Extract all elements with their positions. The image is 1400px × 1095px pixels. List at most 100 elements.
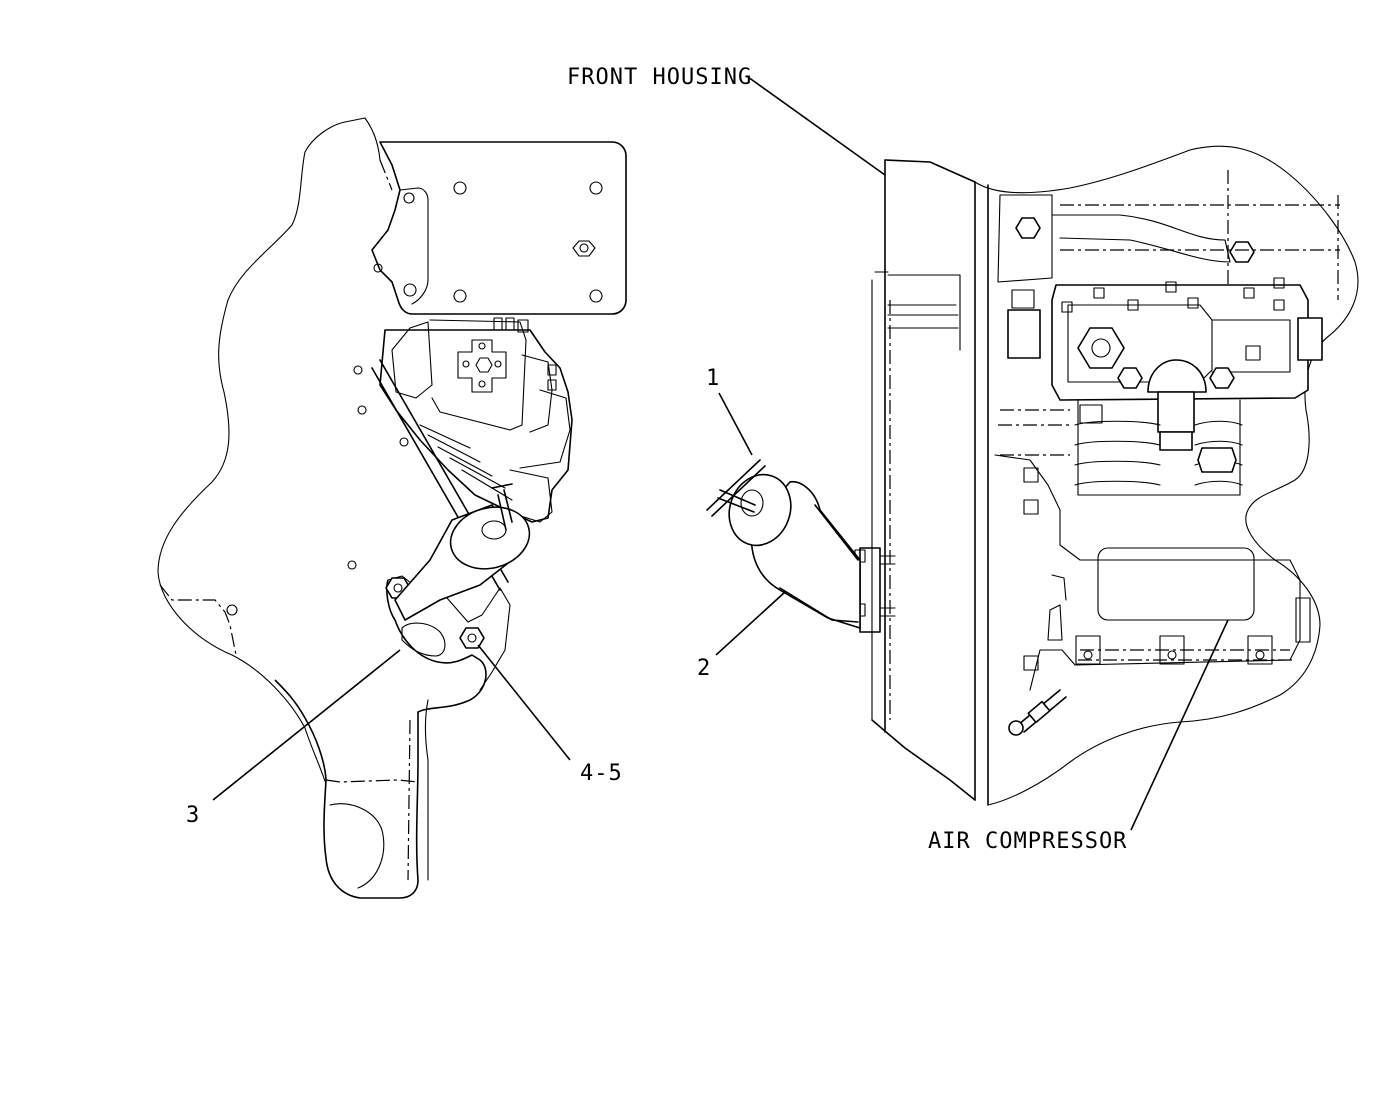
label-air-compressor: AIR COMPRESSOR xyxy=(928,829,1127,854)
leader-air-compressor xyxy=(1130,619,1229,831)
label-front-housing: FRONT HOUSING xyxy=(567,65,752,90)
lower-bracket-arm xyxy=(274,579,487,899)
fitting-hex-right xyxy=(1197,447,1237,473)
front-housing-lip xyxy=(871,271,889,721)
valve-ribs xyxy=(419,424,513,501)
engine-hole-2 xyxy=(353,365,363,375)
compressor-cylinder xyxy=(1077,399,1241,496)
crankcase-bolt-dot-2 xyxy=(1167,650,1177,660)
head-bolt-5 xyxy=(1187,297,1199,309)
valve-tab-5 xyxy=(547,379,557,391)
bracket-hex-bolt-core xyxy=(579,243,589,253)
lower-arm-inner xyxy=(424,699,429,881)
front-housing-plate-edge xyxy=(884,159,976,183)
right-view xyxy=(706,145,1359,806)
crankcase-bolt-dot-1 xyxy=(1083,650,1093,660)
head-bolt-4 xyxy=(1165,281,1177,293)
valve-lower-block xyxy=(507,469,553,523)
bracket-hex-bolt xyxy=(572,240,596,257)
valve-dot-3 xyxy=(478,342,486,350)
lower-arm-dash-2 xyxy=(407,719,411,881)
head-side-hex-2 xyxy=(1209,367,1235,389)
link-rod-sleeve xyxy=(1027,700,1051,724)
left-engine-outline xyxy=(157,121,346,791)
upper-bracket-inner xyxy=(399,187,429,305)
valve-center-hex xyxy=(475,357,493,373)
head-bolt-7 xyxy=(1273,299,1285,311)
head-bolt-8 xyxy=(1273,277,1285,289)
crankcase-bolt-dot-3 xyxy=(1255,650,1265,660)
upper-bracket-plate xyxy=(371,141,627,315)
engine-hole-6 xyxy=(226,604,238,616)
engine-hole-4 xyxy=(399,437,409,447)
compressor-head xyxy=(1051,284,1309,401)
valve-tab-1 xyxy=(493,317,503,331)
text-labels: FRONT HOUSING AIR COMPRESSOR 1 2 3 4-5 xyxy=(186,65,1127,854)
leader-4-5 xyxy=(477,644,571,761)
head-center-hex-core xyxy=(1091,338,1111,358)
crankcase-dash-line xyxy=(1078,649,1292,661)
valve-cross-plate xyxy=(457,339,507,393)
head-bolt-6 xyxy=(1243,287,1255,299)
filter-end-face xyxy=(728,473,792,547)
crankcase-left-bolt-2 xyxy=(1023,499,1039,515)
filter-mount-bracket xyxy=(859,547,881,633)
left-engine-dash-1 xyxy=(159,584,237,656)
fitting-square-left xyxy=(1079,404,1103,424)
crankcase-bolt-1 xyxy=(1075,635,1101,665)
leader-front-housing xyxy=(747,76,886,176)
compressor-head-inner xyxy=(1067,304,1291,383)
head-bolt-2 xyxy=(1093,287,1105,299)
valve-assembly-inner-1 xyxy=(391,321,433,399)
engine-hole-5 xyxy=(347,560,357,570)
left-engine-outline-upper xyxy=(344,117,381,161)
compressor-frame-dash-1 xyxy=(1060,170,1340,300)
leader-3 xyxy=(212,649,401,801)
valve-side-block-2 xyxy=(519,389,571,469)
head-dome xyxy=(1147,359,1207,393)
leader-2 xyxy=(715,591,786,656)
valve-dot-1 xyxy=(462,360,470,368)
valve-tab-3 xyxy=(517,319,529,333)
crankcase-outline xyxy=(994,454,1301,691)
bracket-hole-2 xyxy=(589,181,603,195)
filter-end-cap xyxy=(740,489,764,517)
bracket-bolt-lower xyxy=(459,627,485,649)
left-cylinder-handle xyxy=(491,483,513,489)
callout-4-5: 4-5 xyxy=(580,761,623,786)
lower-arm-dash xyxy=(325,779,419,783)
crankcase-left-bolt-3 xyxy=(1023,655,1039,671)
left-view xyxy=(157,117,627,899)
head-center-hex xyxy=(1077,327,1125,369)
bracket-hole-1 xyxy=(453,181,467,195)
left-side-fitting-nut xyxy=(1011,289,1035,309)
callout-1: 1 xyxy=(706,366,720,391)
valve-dot-4 xyxy=(478,380,486,388)
compressor-top-bracket xyxy=(997,194,1053,283)
top-hex-bolt-1 xyxy=(1015,217,1041,239)
crankcase-wedge xyxy=(1047,574,1067,641)
crankcase-left-bolt-1 xyxy=(1023,467,1039,483)
compressor-top-hose xyxy=(1051,214,1231,263)
lower-arm-ring xyxy=(329,803,385,889)
callout-3: 3 xyxy=(186,803,200,828)
compressor-block-dash xyxy=(998,409,1070,456)
front-housing-bottom xyxy=(871,719,976,801)
link-rod-eye xyxy=(1008,720,1024,736)
valve-dot-2 xyxy=(494,360,502,368)
engine-hole-3 xyxy=(357,405,367,415)
callout-2: 2 xyxy=(697,656,711,681)
leader-1 xyxy=(718,392,753,456)
top-hex-bolt-2 xyxy=(1229,241,1255,263)
bracket-bolt-lower-core xyxy=(467,633,477,643)
filter-outlet-tube xyxy=(779,504,859,623)
crankcase-bolt-3 xyxy=(1247,635,1273,665)
right-side-fitting xyxy=(1297,317,1323,361)
crankcase-cover xyxy=(1097,547,1255,621)
left-engine-dash-2 xyxy=(379,159,393,191)
compressor-break-outline xyxy=(974,145,1359,806)
valve-assembly-inner-2 xyxy=(429,319,527,431)
bracket-bolt-upper-core xyxy=(393,583,403,593)
